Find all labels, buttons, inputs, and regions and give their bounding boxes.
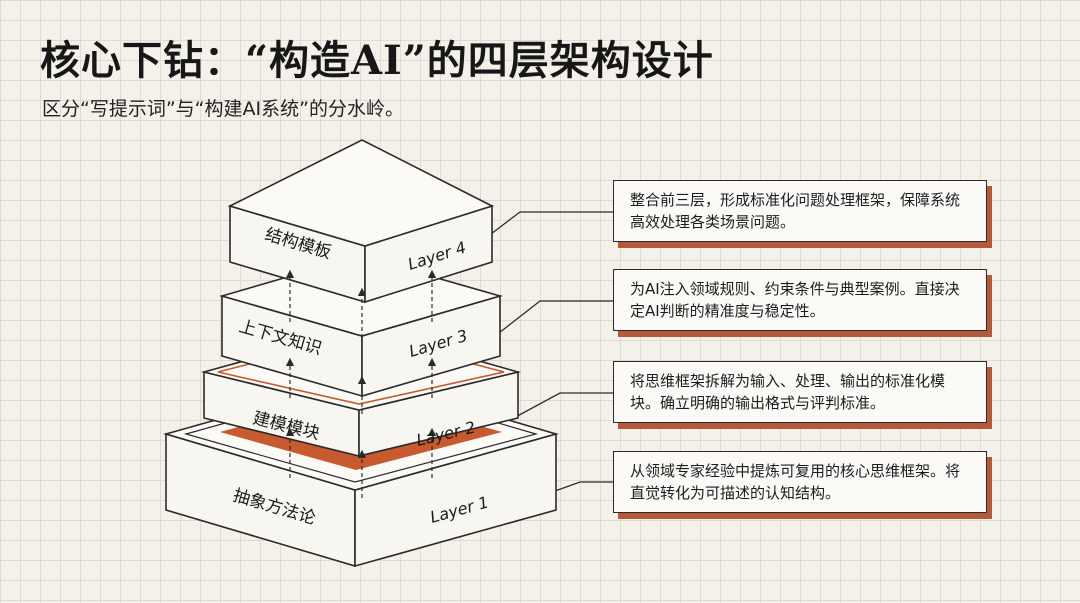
- connector-layer-3: [489, 300, 613, 341]
- layer-4-description: 整合前三层，形成标准化问题处理框架，保障系统高效处理各类场景问题。: [630, 191, 961, 231]
- layer-2-description: 将思维框架拆解为输入、处理、输出的标准化模块。确立明确的输出格式与评判标准。: [630, 372, 946, 412]
- layer-4-slab: [227, 139, 495, 304]
- layer-4-description-card: 整合前三层，形成标准化问题处理框架，保障系统高效处理各类场景问题。: [613, 180, 987, 242]
- layer-2-description-card: 将思维框架拆解为输入、处理、输出的标准化模块。确立明确的输出格式与评判标准。: [613, 361, 987, 423]
- layer-3-description-card: 为AI注入领域规则、约束条件与典型案例。直接决定AI判断的精准度与稳定性。: [613, 269, 987, 331]
- layer-3-description: 为AI注入领域规则、约束条件与典型案例。直接决定AI判断的精准度与稳定性。: [630, 280, 960, 320]
- page-subtitle: 区分“写提示词”与“构建AI系统”的分水岭。: [42, 98, 404, 120]
- layer-1-description: 从领域专家经验中提炼可复用的核心思维框架。将直觉转化为可描述的认知结构。: [630, 462, 961, 502]
- page-title: 核心下钻：“构造AI”的四层架构设计: [40, 37, 714, 84]
- dashed-arrows: [285, 269, 437, 498]
- layer-1-description-card: 从领域专家经验中提炼可复用的核心思维框架。将直觉转化为可描述的认知结构。: [613, 451, 987, 513]
- connector-layer-2: [509, 392, 613, 421]
